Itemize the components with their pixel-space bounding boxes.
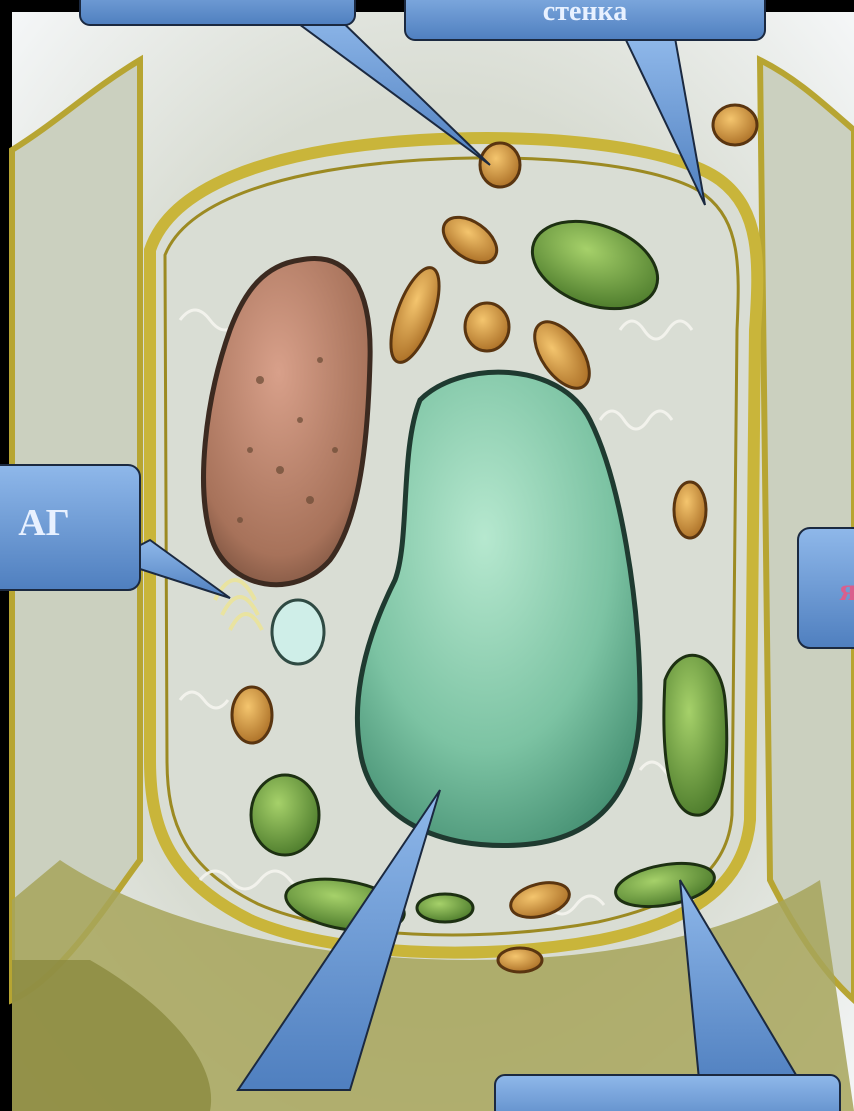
plant-cell bbox=[150, 105, 757, 972]
callout-nucleus: я bbox=[798, 528, 854, 648]
callout-nucleus-label: я bbox=[839, 571, 854, 607]
callout-cell-wall-label: стенка bbox=[543, 0, 627, 27]
callout-golgi-label: АГ bbox=[18, 502, 70, 544]
vesicle bbox=[272, 600, 324, 664]
